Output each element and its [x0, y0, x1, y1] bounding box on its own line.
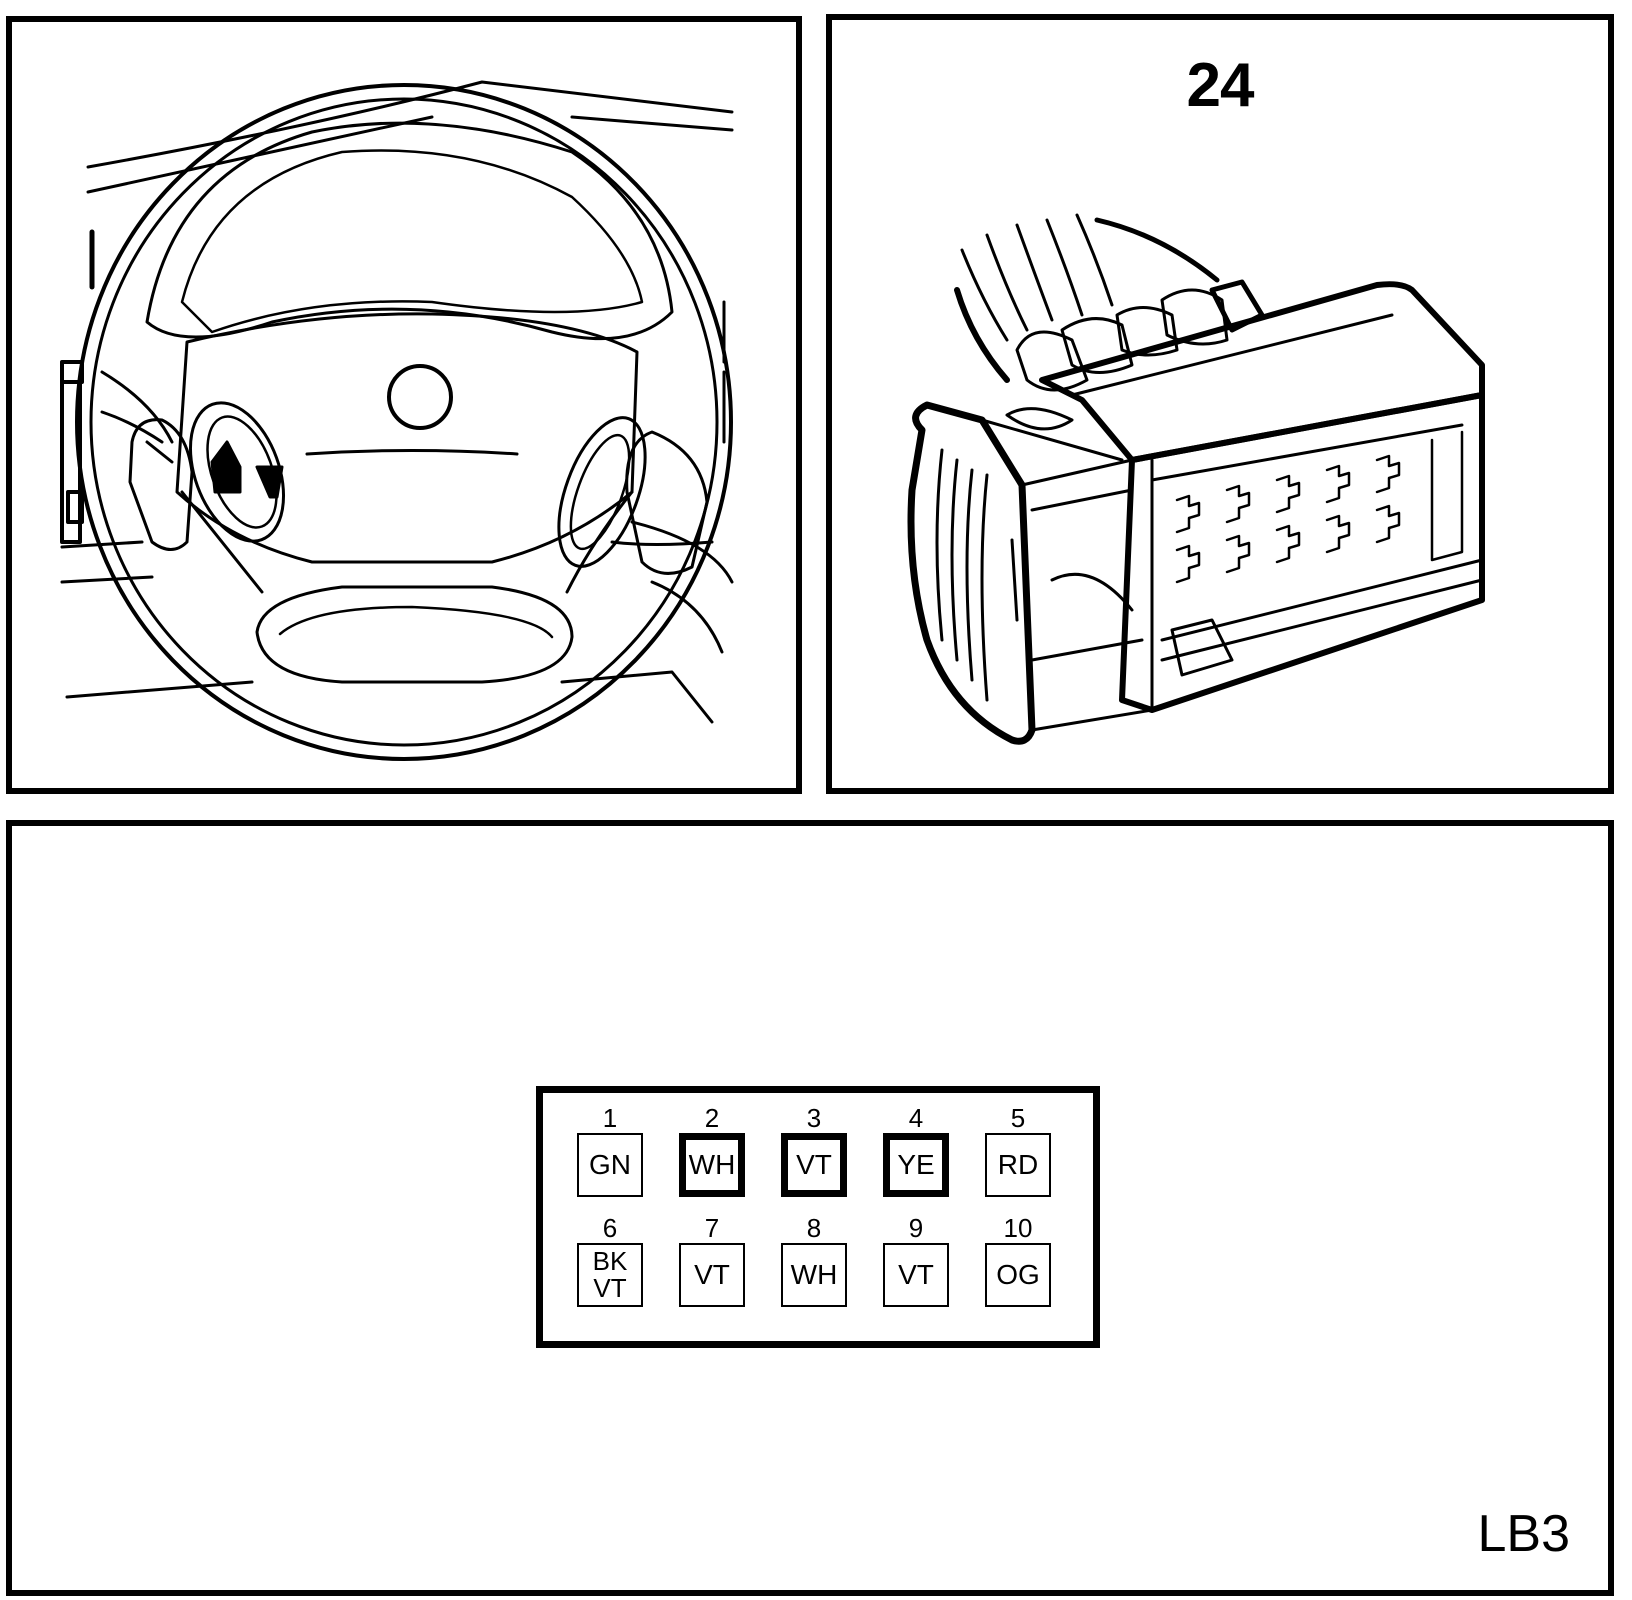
- figure-code: LB3: [1477, 1505, 1570, 1563]
- pin-number: 10: [1003, 1213, 1033, 1243]
- wire-color: RD: [985, 1133, 1051, 1197]
- wire-color: GN: [577, 1133, 643, 1197]
- pin-number: 5: [1010, 1103, 1026, 1133]
- connector-number: 24: [1186, 51, 1255, 120]
- wire-color: YE: [883, 1133, 949, 1197]
- wire-color: OG: [985, 1243, 1051, 1307]
- pin-number: 3: [806, 1103, 822, 1133]
- wire-color: VT: [883, 1243, 949, 1307]
- steering-wheel-illustration: [60, 80, 734, 761]
- pin-number: 4: [908, 1103, 924, 1133]
- pin-number: 7: [704, 1213, 720, 1243]
- connector-panel: 24: [826, 14, 1614, 794]
- pin-number: 2: [704, 1103, 720, 1133]
- connector-illustration: [907, 213, 1485, 745]
- steering-wheel-panel: [6, 16, 802, 794]
- pin-number: 1: [602, 1103, 618, 1133]
- pin-number: 6: [602, 1213, 618, 1243]
- pin-number: 8: [806, 1213, 822, 1243]
- wire-color: WH: [679, 1133, 745, 1197]
- pin-number: 9: [908, 1213, 924, 1243]
- wire-color: VT: [781, 1133, 847, 1197]
- wire-color: VT: [679, 1243, 745, 1307]
- wire-color: WH: [781, 1243, 847, 1307]
